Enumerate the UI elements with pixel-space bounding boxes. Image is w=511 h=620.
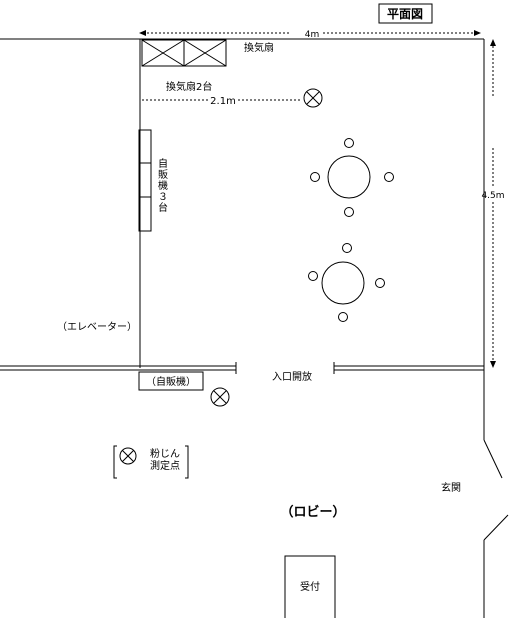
chair — [344, 207, 354, 217]
table — [327, 155, 371, 199]
height-dimension: 4.5m — [481, 39, 505, 368]
title-border — [378, 3, 433, 24]
vm-label-char: 機 — [158, 179, 168, 192]
width-dimension: 4m — [139, 30, 481, 40]
reception-desk — [284, 555, 336, 618]
title-box: 平面図 — [378, 3, 433, 24]
width-label: 4m — [305, 30, 320, 40]
arrow-right-icon — [474, 30, 481, 36]
bracket-left — [113, 445, 117, 479]
front-entrance-label: 玄関 — [441, 481, 461, 494]
vending-machines — [138, 129, 152, 232]
reception-label: 受付 — [300, 580, 320, 593]
measurement-point-icon — [303, 88, 323, 108]
measurement-point-icon — [210, 387, 230, 407]
height-label: 4.5m — [481, 191, 504, 201]
fan-distance-dimension: 2.1m — [142, 96, 302, 107]
vm-label-char: 自 — [158, 157, 168, 170]
table-with-chairs — [310, 138, 394, 217]
chair — [384, 172, 394, 182]
vm-label-char: 台 — [158, 201, 168, 214]
vending-machine-outside-label: （自販機） — [146, 375, 196, 388]
dust-measurement-legend: 粉じん 測定点 — [113, 445, 189, 479]
fan-distance-label: 2.1m — [210, 96, 236, 107]
chair — [310, 172, 320, 182]
page-title: 平面図 — [387, 7, 423, 21]
table — [321, 261, 365, 305]
entrance-open-label: 入口開放 — [272, 370, 312, 383]
vm-label-char: ３ — [158, 192, 168, 203]
dust-label-line2: 測定点 — [150, 459, 180, 472]
exhaust-fan-count-label: 換気扇2台 — [166, 80, 212, 93]
vm-label-char: 販 — [158, 169, 168, 181]
table-with-chairs — [308, 243, 385, 322]
chair — [375, 278, 385, 288]
vending-machine-outside — [138, 371, 204, 391]
chair — [342, 243, 352, 253]
arrow-up-icon — [490, 39, 496, 46]
bracket-right — [185, 445, 189, 479]
measurement-point-icon — [119, 447, 137, 465]
lobby-label: （ロビー） — [280, 504, 345, 520]
exhaust-fan-label: 換気扇 — [244, 41, 274, 54]
dust-label-line1: 粉じん — [150, 447, 180, 460]
vending-machine-label: 自 販 機 ３ 台 — [158, 157, 168, 214]
exhaust-fan-unit — [183, 39, 227, 67]
exhaust-fans — [141, 39, 227, 67]
arrow-down-icon — [490, 361, 496, 368]
arrow-left-icon — [139, 30, 146, 36]
room-walls — [0, 38, 509, 618]
chair — [344, 138, 354, 148]
chair — [308, 271, 318, 281]
elevator-label: （エレベーター） — [57, 321, 137, 333]
chair — [338, 312, 348, 322]
